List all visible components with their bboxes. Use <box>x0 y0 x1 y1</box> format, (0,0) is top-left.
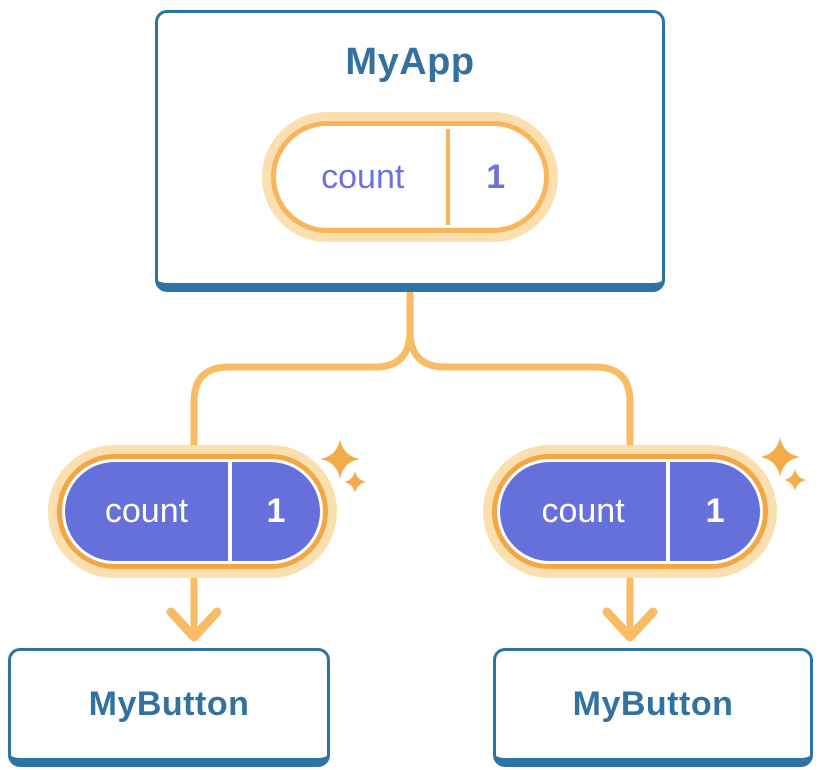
prop-value: 1 <box>266 492 286 530</box>
prop-pill-body: count 1 <box>500 462 760 561</box>
prop-pill-body: count 1 <box>65 462 320 561</box>
pill-divider <box>666 462 671 561</box>
sparkle-icon-small <box>344 471 366 493</box>
sparkle-icon-large <box>760 437 800 477</box>
arrowhead-right-icon <box>602 607 658 642</box>
sparkle-icon-small <box>784 469 806 491</box>
component-card-mybutton-left: MyButton <box>8 648 330 767</box>
pill-divider <box>227 462 232 561</box>
component-title: MyApp <box>345 41 475 83</box>
component-title: MyButton <box>88 685 250 723</box>
prop-name: count <box>104 492 189 530</box>
prop-value: 1 <box>705 492 725 530</box>
prop-pill-right: count 1 <box>492 454 768 569</box>
component-card-mybutton-right: MyButton <box>493 648 813 767</box>
sparkle-icon-large <box>320 439 360 479</box>
component-card-myapp: MyApp <box>155 10 665 292</box>
state-pill-root: count 1 <box>271 121 549 233</box>
connector-branch-right <box>406 288 634 632</box>
pill-divider <box>446 129 451 225</box>
prop-pill-left: count 1 <box>57 454 328 569</box>
state-value: 1 <box>486 157 506 196</box>
prop-name: count <box>541 492 625 530</box>
component-title: MyButton <box>572 685 734 723</box>
state-name: count <box>321 157 405 196</box>
state-pill-body: count 1 <box>279 129 541 225</box>
arrowhead-left-icon <box>166 607 222 642</box>
